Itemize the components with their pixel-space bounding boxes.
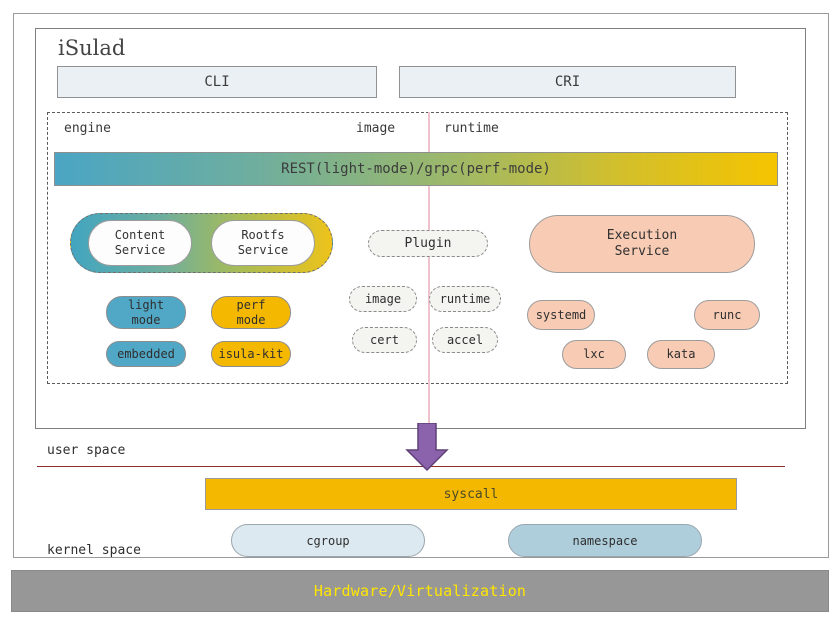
hardware-label: Hardware/Virtualization: [313, 582, 527, 600]
rootfs-service-line2: Service: [237, 243, 289, 257]
content-service-line2: Service: [114, 243, 166, 257]
kernel-object-cgroup[interactable]: cgroup: [231, 524, 425, 557]
frontend-box-cli[interactable]: CLI: [57, 66, 377, 98]
content-service-line1: Content: [114, 228, 166, 242]
plugin-runtime-label: runtime: [439, 292, 491, 306]
execution-service-line1: Execution: [606, 227, 678, 243]
plugin-pill-cert[interactable]: cert: [352, 327, 417, 353]
runtime-pill-runc[interactable]: runc: [694, 300, 760, 330]
plugin-pill-image[interactable]: image: [349, 286, 417, 312]
plugin-box[interactable]: Plugin: [368, 230, 488, 257]
user-space-label: user space: [47, 443, 126, 458]
rest-grpc-api-label: REST(light-mode)/grpc(perf-mode): [281, 161, 551, 177]
light-mode-line2: mode: [131, 312, 161, 327]
rest-grpc-api-bar: REST(light-mode)/grpc(perf-mode): [54, 152, 778, 186]
frontend-box-cri[interactable]: CRI: [399, 66, 736, 98]
rootfs-service-line1: Rootfs: [241, 228, 285, 242]
execution-service-line2: Service: [614, 244, 670, 259]
lxc-label: lxc: [583, 347, 605, 361]
plugin-pill-accel[interactable]: accel: [432, 327, 498, 353]
column-label-image: image: [356, 121, 396, 136]
plugin-image-label: image: [364, 292, 402, 306]
plugin-accel-label: accel: [446, 333, 484, 347]
page-title: iSulad: [58, 36, 126, 60]
column-label-runtime: runtime: [444, 121, 499, 136]
frontend-label-cri: CRI: [554, 74, 581, 90]
runtime-pill-systemd[interactable]: systemd: [527, 300, 595, 330]
embedded-label: embedded: [117, 346, 175, 361]
mode-pill-isula-kit[interactable]: isula-kit: [211, 341, 291, 367]
column-label-engine: engine: [64, 121, 111, 136]
runtime-pill-lxc[interactable]: lxc: [562, 340, 626, 369]
cgroup-label: cgroup: [306, 533, 350, 548]
runc-label: runc: [712, 307, 742, 322]
mode-pill-perf-mode[interactable]: perf mode: [211, 296, 291, 329]
kata-label: kata: [666, 347, 696, 361]
hardware-virtualization-bar: Hardware/Virtualization: [11, 570, 829, 612]
kernel-space-label: kernel space: [47, 543, 141, 558]
light-mode-line1: light: [127, 298, 165, 313]
syscall-bar: syscall: [205, 478, 737, 510]
user-kernel-divider: [37, 466, 785, 467]
runtime-pill-kata[interactable]: kata: [647, 340, 715, 369]
column-divider-line: [428, 112, 430, 429]
isula-kit-label: isula-kit: [218, 346, 284, 361]
plugin-label: Plugin: [404, 236, 452, 251]
rootfs-service-box[interactable]: Rootfs Service: [211, 220, 315, 266]
namespace-label: namespace: [572, 533, 638, 548]
engine-image-runtime-group: [47, 112, 788, 384]
plugin-pill-runtime[interactable]: runtime: [429, 286, 501, 312]
plugin-cert-label: cert: [370, 333, 399, 347]
systemd-label: systemd: [535, 307, 587, 322]
frontend-label-cli: CLI: [204, 74, 230, 90]
mode-pill-light-mode[interactable]: light mode: [106, 296, 186, 329]
perf-mode-line1: perf: [236, 298, 266, 313]
syscall-label: syscall: [443, 486, 499, 502]
down-arrow-icon: [405, 423, 449, 471]
execution-service-box[interactable]: Execution Service: [529, 215, 755, 273]
perf-mode-line2: mode: [236, 312, 266, 327]
content-service-box[interactable]: Content Service: [88, 220, 192, 266]
kernel-object-namespace[interactable]: namespace: [508, 524, 702, 557]
mode-pill-embedded[interactable]: embedded: [106, 341, 186, 367]
